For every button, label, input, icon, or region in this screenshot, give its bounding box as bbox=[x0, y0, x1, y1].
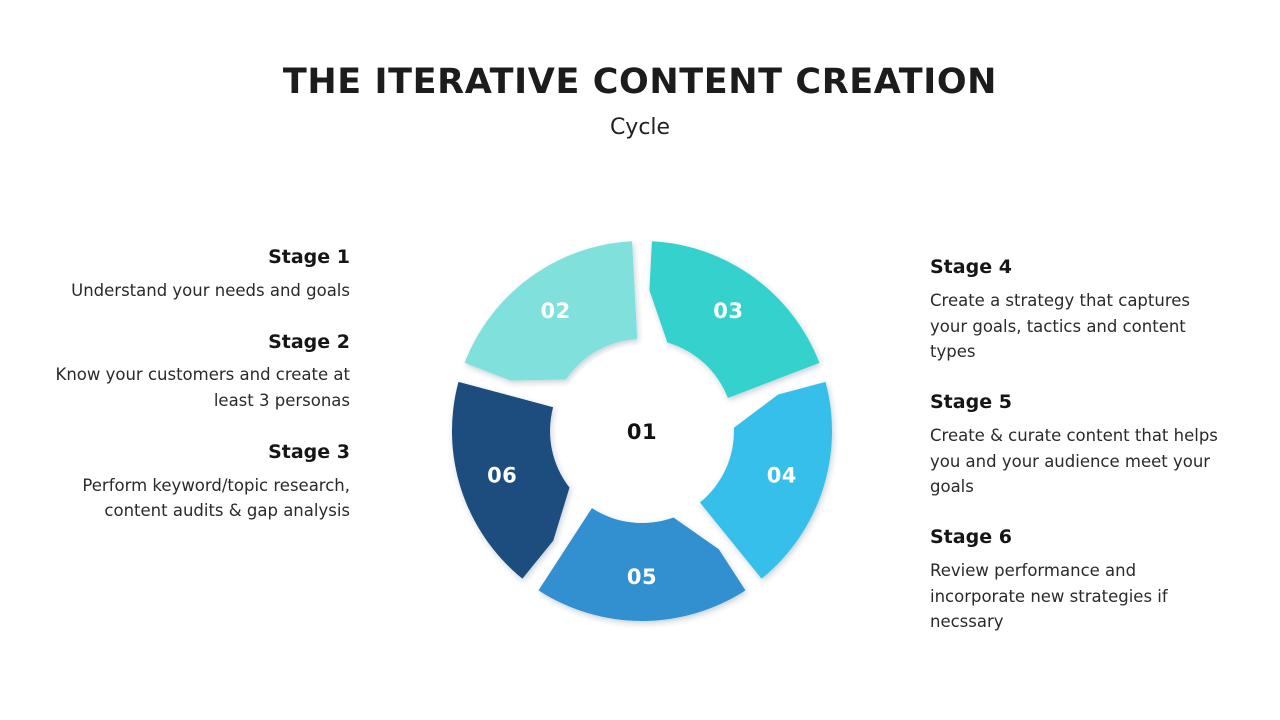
donut-segment-group bbox=[451, 241, 833, 622]
stage-title-4: Stage 4 bbox=[930, 256, 1012, 278]
cycle-donut-chart: 02 03 04 05 06 01 bbox=[433, 222, 853, 642]
donut-label-05: 05 bbox=[627, 565, 657, 589]
page-title: THE ITERATIVE CONTENT CREATION bbox=[282, 62, 998, 102]
stage-item-4: Stage 4 Create a strategy that captures … bbox=[930, 256, 1230, 365]
stage-title-2: Stage 2 bbox=[268, 330, 350, 353]
donut-svg: 02 03 04 05 06 01 bbox=[451, 241, 833, 622]
stage-item-6: Stage 6 Review performance and incorpora… bbox=[930, 526, 1230, 635]
stage-title-3: Stage 3 bbox=[268, 440, 350, 463]
donut-center-label: 01 bbox=[627, 420, 657, 444]
stage-title-1: Stage 1 bbox=[268, 246, 350, 268]
stage-description-6: Review performance and incorporate new s… bbox=[930, 560, 1168, 632]
donut-segment-02[interactable] bbox=[464, 241, 638, 381]
donut-label-04: 04 bbox=[767, 463, 797, 487]
donut-label-03: 03 bbox=[713, 299, 743, 323]
stage-item-5: Stage 5 Create & curate content that hel… bbox=[930, 391, 1230, 500]
stage-item-3: Stage 3 Perform keyword/topic research, … bbox=[50, 441, 350, 524]
page-subtitle: Cycle bbox=[609, 115, 671, 141]
header: THE ITERATIVE CONTENT CREATION Cycle bbox=[0, 62, 1280, 140]
right-stage-column: Stage 4 Create a strategy that captures … bbox=[930, 256, 1230, 661]
donut-center-hole bbox=[556, 345, 728, 517]
stage-description-4: Create a strategy that captures your goa… bbox=[930, 290, 1190, 362]
stage-item-1: Stage 1 Understand your needs and goals bbox=[50, 246, 350, 304]
stage-description-1: Understand your needs and goals bbox=[71, 280, 350, 300]
donut-label-06: 06 bbox=[487, 463, 517, 487]
stage-title-5: Stage 5 bbox=[930, 391, 1012, 413]
stage-description-3: Perform keyword/topic research, content … bbox=[82, 475, 350, 521]
stage-description-5: Create & curate content that helps you a… bbox=[930, 425, 1218, 497]
donut-segment-06[interactable] bbox=[451, 381, 570, 579]
donut-segment-05[interactable] bbox=[538, 508, 746, 622]
stage-description-2: Know your customers and create at least … bbox=[55, 365, 351, 411]
left-stage-column: Stage 1 Understand your needs and goals … bbox=[50, 246, 351, 551]
stage-title-6: Stage 6 bbox=[930, 526, 1012, 548]
donut-segment-03[interactable] bbox=[649, 241, 820, 399]
donut-label-02: 02 bbox=[540, 299, 570, 323]
stage-item-2: Stage 2 Know your customers and create a… bbox=[50, 330, 351, 414]
donut-segment-04[interactable] bbox=[699, 381, 833, 579]
